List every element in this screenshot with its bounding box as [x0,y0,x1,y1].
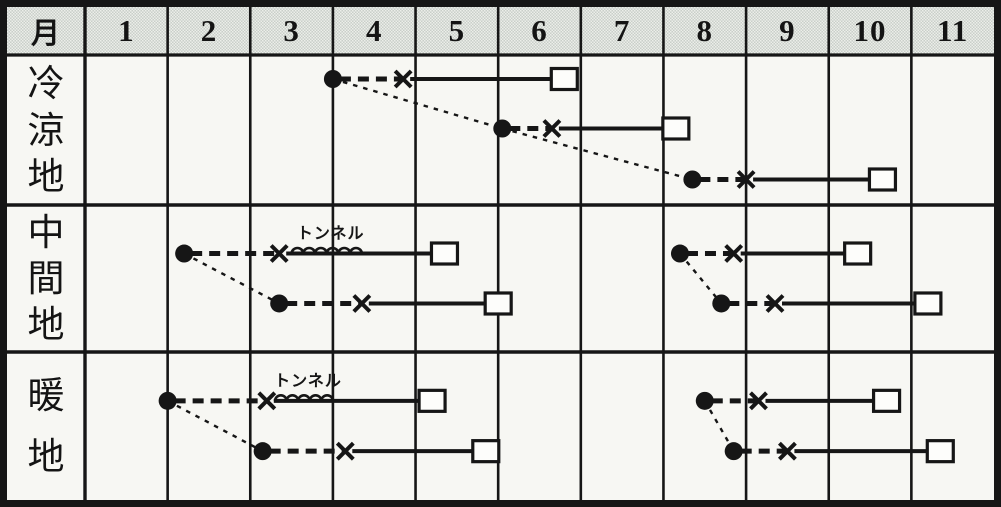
circle-marker [695,391,714,410]
circle-marker [670,244,689,263]
square-marker [843,241,873,266]
cross-marker [765,294,785,313]
month-header-cell-3: 3 [283,13,300,48]
square-marker [483,291,513,316]
tunnel-symbol [290,246,364,254]
circle-marker [175,244,194,263]
cross-marker [724,244,744,263]
month-header-cell-9: 9 [779,13,796,48]
circle-marker [683,170,702,189]
region-label-char: 冷 [27,62,65,104]
square-marker [867,167,898,192]
region-label: 暖地 [7,352,85,500]
square-marker [429,241,460,266]
month-header-cell-7: 7 [613,13,631,48]
cross-marker [335,441,355,461]
tunnel-symbol [273,394,335,402]
cross-marker [393,69,413,89]
circle-marker [323,70,342,88]
month-unit-label: 月 [30,18,61,50]
month-header-cell-11: 11 [937,13,969,48]
sowing-connector-dotted-line [167,399,264,453]
circle-marker [493,119,512,138]
cross-marker [736,170,756,189]
month-header-cell-1: 1 [118,13,135,48]
square-marker [871,388,902,413]
tunnel-label: トンネル [297,225,365,243]
sowing-connector-dotted-line [502,127,693,181]
circle-marker [712,294,731,313]
square-marker [913,291,943,316]
sowing-connector-dotted-line [332,77,503,130]
month-header-cell-10: 10 [853,13,887,48]
region-label: 中間地 [7,205,85,352]
square-marker [661,116,691,141]
region-label-char: 涼 [27,109,65,151]
region-label-char: 地 [27,156,65,198]
month-header-cell-8: 8 [696,13,714,48]
region-label-char: 暖 [27,374,65,416]
circle-marker [253,442,272,461]
cross-marker [749,391,768,411]
circle-marker [270,294,289,313]
square-marker [471,439,501,464]
circle-marker [724,442,743,461]
cross-marker [777,441,797,461]
sowing-connector-dotted-line [679,252,723,305]
region-label: 冷涼地 [7,55,85,205]
square-marker [925,439,955,464]
cross-marker [257,391,277,411]
month-header-cell-6: 6 [531,13,548,48]
tunnel-label: トンネル [274,372,342,390]
cross-marker [352,294,372,313]
sowing-connector-dotted-line [183,252,280,305]
cross-marker [542,119,562,138]
region-label-char: 地 [27,436,65,478]
cross-marker [269,244,289,263]
month-header-cell-2: 2 [200,13,218,48]
square-marker [549,66,579,92]
region-label-char: 地 [27,304,65,345]
month-header-cell-5: 5 [448,13,466,48]
region-label-char: 中 [27,212,65,253]
circle-marker [158,391,177,410]
square-marker [417,388,447,413]
month-header-cell-4: 4 [365,13,383,48]
month-unit-header-cell: 月 [7,7,85,55]
region-label-char: 間 [27,258,65,299]
